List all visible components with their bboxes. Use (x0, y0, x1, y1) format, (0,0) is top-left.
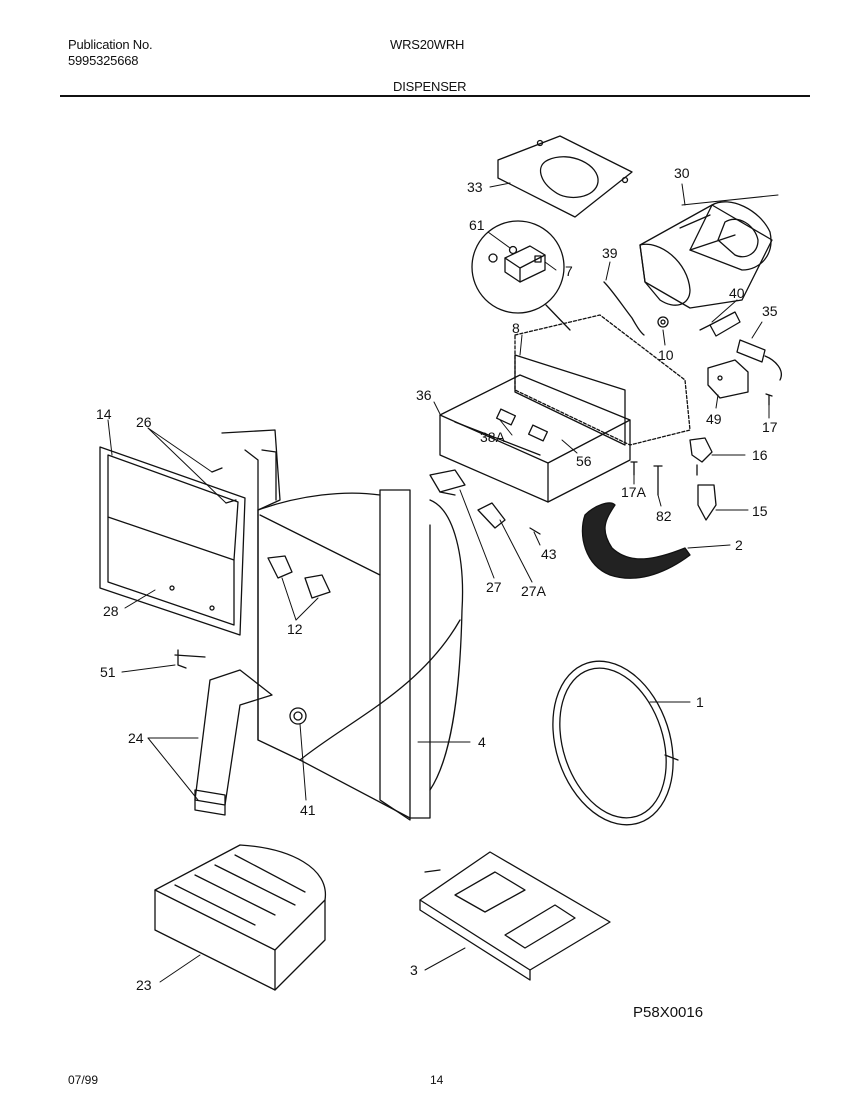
inset-detail-circle (471, 220, 571, 331)
section-title: DISPENSER (393, 79, 467, 94)
callout-33: 33 (467, 179, 483, 195)
part-40-spring (699, 311, 741, 337)
callout-43: 43 (541, 546, 557, 562)
part-27-bracket (429, 469, 466, 496)
callout-28: 28 (103, 603, 119, 619)
callout-14: 14 (96, 406, 112, 422)
part-15-nozzle (697, 484, 717, 521)
callout-38A: 38A (480, 429, 506, 445)
part-27A-bracket (477, 502, 506, 529)
callout-40: 40 (729, 285, 745, 301)
callout-39: 39 (602, 245, 618, 261)
callout-16: 16 (752, 447, 768, 463)
callout-61: 61 (469, 217, 485, 233)
part-1-ring-gasket (552, 660, 679, 826)
header-rule (60, 95, 810, 97)
callout-17: 17 (762, 419, 778, 435)
callout-4: 4 (478, 734, 486, 750)
callout-30: 30 (674, 165, 690, 181)
callout-12: 12 (287, 621, 303, 637)
part-17-screw (765, 393, 773, 406)
part-10-nut (657, 316, 669, 328)
callout-24: 24 (128, 730, 144, 746)
callout-27: 27 (486, 579, 502, 595)
part-30-chute-housing (639, 201, 773, 309)
part-8-frame-back (514, 354, 626, 446)
publication-number: 5995325668 (68, 53, 139, 68)
callout-27A: 27A (521, 583, 547, 599)
callout-56: 56 (576, 453, 592, 469)
callout-36: 36 (416, 387, 432, 403)
callout-labels: 33 30 61 7 39 40 35 8 10 36 49 17 14 26 … (96, 165, 778, 993)
callout-23: 23 (136, 977, 152, 993)
part-23-drip-tray (154, 844, 326, 991)
callout-8: 8 (512, 320, 520, 336)
part-36-mounting-box (439, 374, 631, 503)
model-number: WRS20WRH (390, 37, 465, 52)
part-4-front-housing (221, 429, 464, 821)
part-16-actuator (689, 437, 713, 476)
part-2-duct (581, 502, 691, 579)
leader-lines (107, 182, 779, 983)
part-26-screws (211, 467, 237, 504)
callout-17A: 17A (621, 484, 647, 500)
part-12-clips (267, 555, 331, 599)
part-33-cover-plate (497, 135, 633, 218)
callout-3: 3 (410, 962, 418, 978)
callout-49: 49 (706, 411, 722, 427)
footer-date: 07/99 (68, 1073, 99, 1087)
part-49-bracket (707, 359, 749, 399)
part-38A-slides (495, 408, 549, 442)
part-39-wire (603, 281, 645, 336)
part-51-pin (174, 649, 206, 669)
callout-7: 7 (565, 263, 573, 279)
figure-code: P58X0016 (633, 1004, 704, 1021)
callout-2: 2 (735, 537, 743, 553)
part-41-spring (289, 707, 307, 725)
callout-35: 35 (762, 303, 778, 319)
part-35-solenoid (736, 339, 782, 381)
callout-82: 82 (656, 508, 672, 524)
part-17A-screw (630, 461, 638, 476)
footer-page-number: 14 (430, 1073, 444, 1087)
callout-15: 15 (752, 503, 768, 519)
publication-label: Publication No. (68, 37, 153, 52)
callout-10: 10 (658, 347, 674, 363)
callout-1: 1 (696, 694, 704, 710)
part-8-housing-frame (514, 314, 691, 446)
part-14-control-panel (99, 446, 246, 636)
part-24-lever-arm (194, 669, 273, 816)
callout-41: 41 (300, 802, 316, 818)
part-43-screw (529, 527, 541, 535)
part-3-heater-plate (419, 851, 611, 981)
callout-51: 51 (100, 664, 116, 680)
callout-26: 26 (136, 414, 152, 430)
part-82-screw (653, 465, 663, 496)
